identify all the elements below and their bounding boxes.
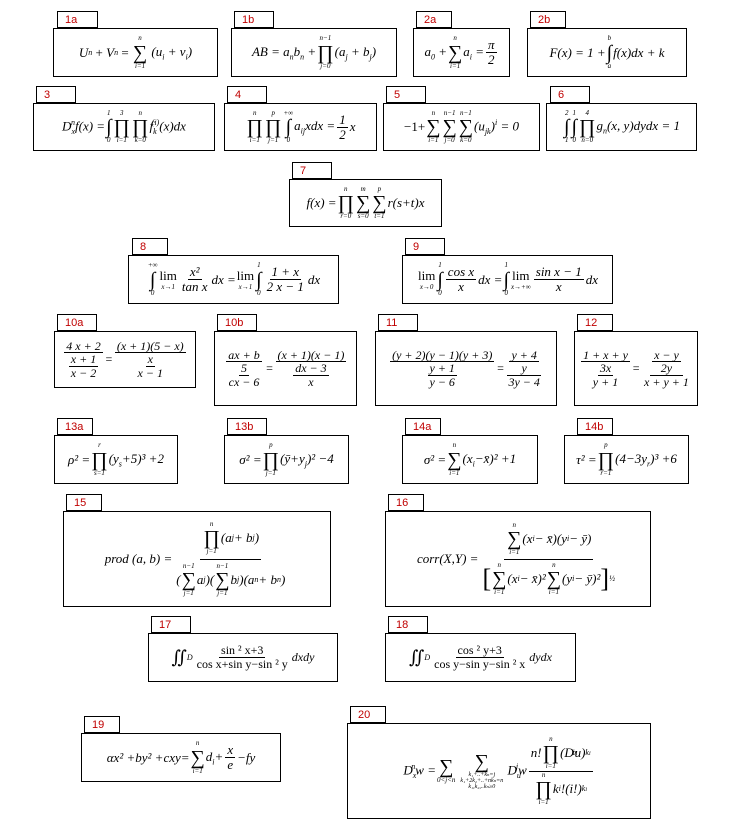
formula-box-5: −1+ n∑i=1 n−1∑j=0 n−1∑k=0 (ujk)i = 0 — [383, 103, 540, 151]
formula-3: Dxnf(x) = 1∫0 3∏i=1 n∏k=0 fk(i)(x)dx — [62, 108, 186, 144]
formula-label-9: 9 — [405, 238, 445, 255]
formula-label-2a: 2a — [416, 11, 452, 28]
formula-label-13a: 13a — [57, 418, 93, 435]
formula-box-13a: ρ² = r∏s=1 (ys+5)³ +2 — [54, 435, 178, 484]
formula-label-1b: 1b — [234, 11, 274, 28]
formula-label-19: 19 — [84, 716, 120, 733]
formula-label-4: 4 — [227, 86, 267, 103]
formula-box-2b: F(x) = 1 + b∫a f(x)dx + k — [527, 28, 687, 77]
formula-label-1a: 1a — [57, 11, 98, 28]
formula-label-11: 11 — [378, 314, 418, 331]
formula-box-14a: σ² = n∑i=1 (xi−x̄)² +1 — [402, 435, 538, 484]
formula-label-10a: 10a — [57, 314, 97, 331]
formula-label-20: 20 — [350, 706, 386, 723]
formula-label-6: 6 — [550, 86, 590, 103]
formula-label-7: 7 — [292, 162, 332, 179]
formula-box-14b: τ² = p∏r=1 (4−3yr)³ +6 — [564, 435, 689, 484]
formula-7: f(x) = n∏r=0 m∑s=0 p∑t=1 r(s+t)x — [306, 184, 425, 220]
formula-2b: F(x) = 1 + b∫a f(x)dx + k — [549, 34, 665, 70]
formula-label-15: 15 — [66, 494, 102, 511]
formula-box-13b: σ² = p∏j=1 (ȳ+yj)² −4 — [224, 435, 349, 484]
formula-14a: σ² = n∑i=1 (xi−x̄)² +1 — [423, 441, 517, 477]
formula-13b: σ² = p∏j=1 (ȳ+yj)² −4 — [239, 441, 334, 477]
formula-box-7: f(x) = n∏r=0 m∑s=0 p∑t=1 r(s+t)x — [289, 179, 442, 227]
formula-label-3: 3 — [36, 86, 76, 103]
formula-label-13b: 13b — [227, 418, 267, 435]
formula-label-14b: 14b — [577, 418, 613, 435]
formula-6: 2∫1 1∫0 4∏n=0 gn(x, y)dydx = 1 — [564, 108, 680, 144]
formula-label-8: 8 — [132, 238, 168, 255]
formula-label-14a: 14a — [405, 418, 441, 435]
formula-14b: τ² = p∏r=1 (4−3yr)³ +6 — [576, 441, 677, 477]
formula-5: −1+ n∑i=1 n−1∑j=0 n−1∑k=0 (ujk)i = 0 — [404, 108, 519, 144]
formula-box-6: 2∫1 1∫0 4∏n=0 gn(x, y)dydx = 1 — [546, 103, 697, 151]
formula-box-1b: AB = anbn + n−1∏j=0 (aj + bj) — [231, 28, 397, 77]
formula-label-5: 5 — [386, 86, 426, 103]
formula-box-3: Dxnf(x) = 1∫0 3∏i=1 n∏k=0 fk(i)(x)dx — [33, 103, 215, 151]
formula-label-2b: 2b — [530, 11, 566, 28]
formula-1b: AB = anbn + n−1∏j=0 (aj + bj) — [251, 34, 377, 70]
formula-label-18: 18 — [388, 616, 428, 633]
formula-label-17: 17 — [151, 616, 191, 633]
formula-13a: ρ² = r∏s=1 (ys+5)³ +2 — [68, 441, 164, 477]
formula-label-16: 16 — [388, 494, 424, 511]
formula-label-10b: 10b — [217, 314, 257, 331]
formula-label-12: 12 — [577, 314, 613, 331]
